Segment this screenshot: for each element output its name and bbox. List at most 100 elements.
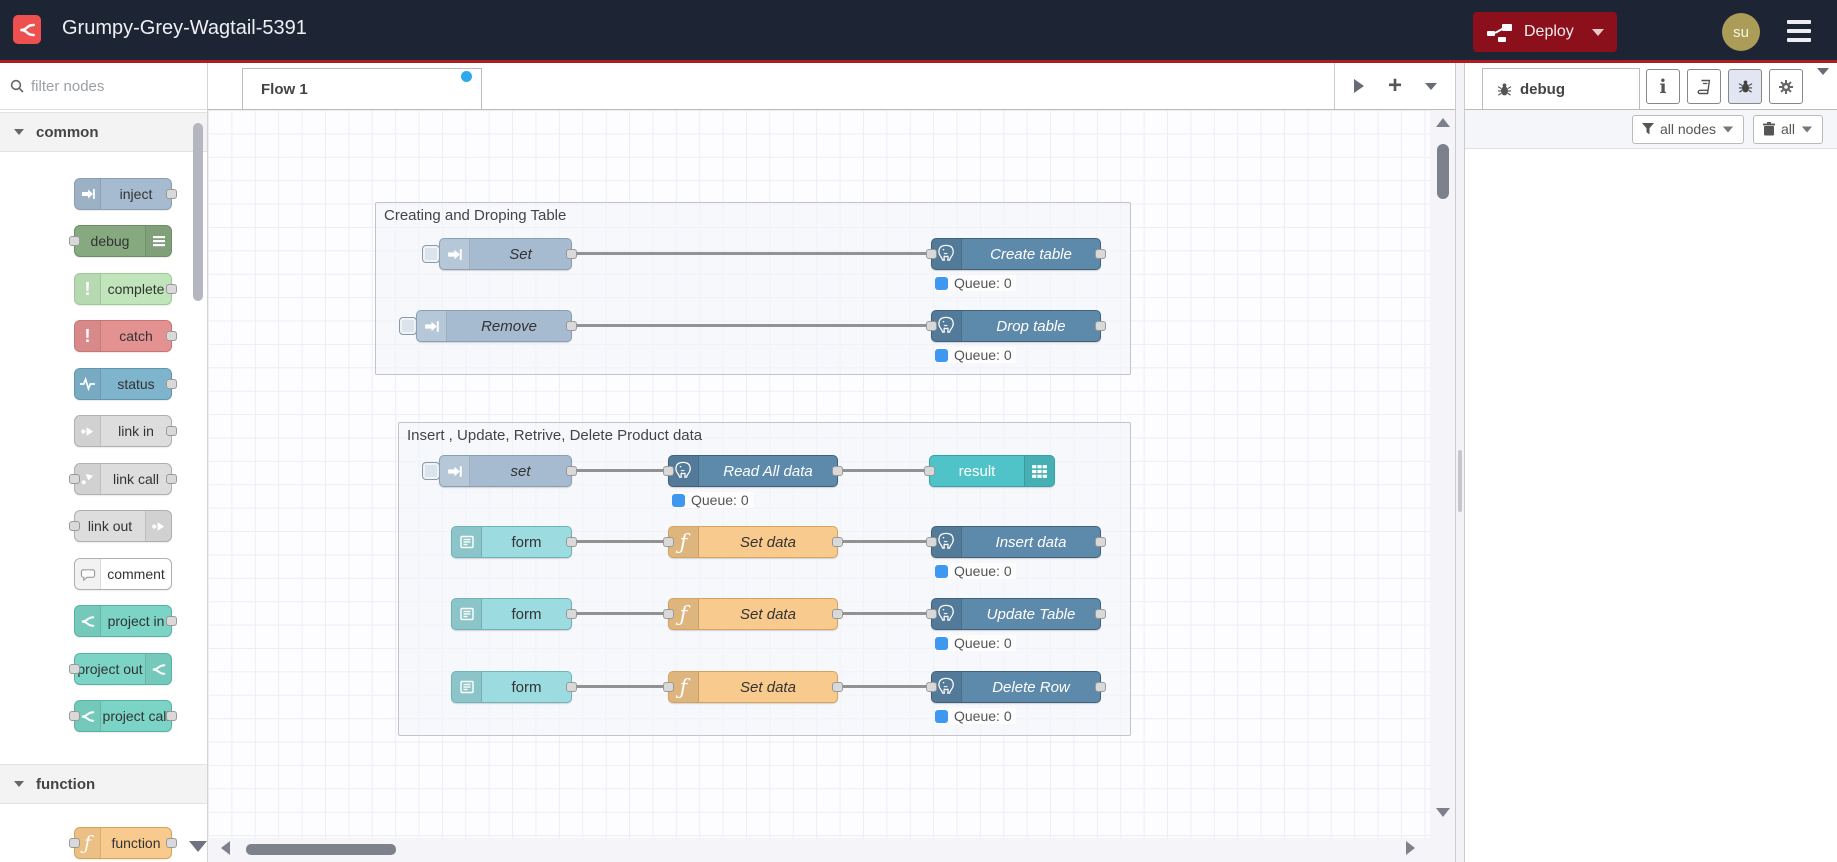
palette-node-link-in[interactable]: link in xyxy=(74,415,177,447)
inject-run-button[interactable] xyxy=(422,245,440,263)
node-set-data[interactable]: ƒ Set data xyxy=(663,526,843,558)
wire[interactable] xyxy=(572,540,668,543)
palette-node-comment[interactable]: comment xyxy=(74,558,172,590)
debug-tab-button[interactable] xyxy=(1728,69,1762,104)
palette-filter[interactable] xyxy=(0,63,207,110)
deploy-button[interactable]: Deploy xyxy=(1473,12,1617,52)
input-port[interactable] xyxy=(69,521,80,531)
node-inject-set[interactable]: Set xyxy=(439,238,577,270)
main-menu-button[interactable] xyxy=(1787,20,1811,42)
output-port[interactable] xyxy=(166,474,177,484)
wire[interactable] xyxy=(838,540,931,543)
output-port[interactable] xyxy=(1095,609,1106,619)
palette-category-common[interactable]: common xyxy=(0,112,207,152)
add-flow-button[interactable]: + xyxy=(1377,63,1413,109)
input-port[interactable] xyxy=(926,682,937,692)
hscroll-track[interactable] xyxy=(208,838,1455,862)
tab-debug[interactable]: debug xyxy=(1482,68,1640,109)
debug-clear-button[interactable]: all xyxy=(1752,114,1823,144)
output-port[interactable] xyxy=(1095,537,1106,547)
input-port[interactable] xyxy=(663,537,674,547)
scroll-left-icon[interactable] xyxy=(221,841,230,855)
palette-scrollbar-thumb[interactable] xyxy=(193,123,203,301)
help-tab-button[interactable] xyxy=(1687,69,1721,104)
output-port[interactable] xyxy=(566,249,577,259)
wire[interactable] xyxy=(572,324,931,327)
output-port[interactable] xyxy=(1095,682,1106,692)
hscroll-thumb[interactable] xyxy=(246,844,396,855)
input-port[interactable] xyxy=(69,664,80,674)
palette-node-function[interactable]: ƒ function xyxy=(69,827,177,859)
node-set-data[interactable]: ƒ Set data xyxy=(663,598,843,630)
palette-node-status[interactable]: status xyxy=(74,368,177,400)
palette-node-project-call[interactable]: project call xyxy=(69,700,177,732)
vscroll-thumb[interactable] xyxy=(1437,144,1449,199)
palette-node-debug[interactable]: debug xyxy=(69,225,172,257)
node-inject-remove[interactable]: Remove xyxy=(416,310,577,342)
palette-scroll-down-icon[interactable] xyxy=(189,841,207,852)
output-port[interactable] xyxy=(832,466,843,476)
node-delete-row[interactable]: Delete Row xyxy=(926,671,1106,703)
node-form[interactable]: form xyxy=(451,598,577,630)
output-port[interactable] xyxy=(166,616,177,626)
wire[interactable] xyxy=(572,252,931,255)
palette-node-catch[interactable]: ! catch xyxy=(74,320,177,352)
node-form[interactable]: form xyxy=(451,671,577,703)
input-port[interactable] xyxy=(926,609,937,619)
node-insert-data[interactable]: Insert data xyxy=(926,526,1106,558)
node-create-table[interactable]: Create table xyxy=(926,238,1106,270)
node-inject-set2[interactable]: set xyxy=(439,455,577,487)
output-port[interactable] xyxy=(166,189,177,199)
output-port[interactable] xyxy=(566,609,577,619)
palette-category-function[interactable]: function xyxy=(0,764,207,804)
scroll-up-icon[interactable] xyxy=(1436,118,1450,127)
inject-run-button[interactable] xyxy=(422,462,440,480)
config-tab-button[interactable] xyxy=(1769,69,1803,104)
output-port[interactable] xyxy=(166,331,177,341)
deploy-chevron-icon[interactable] xyxy=(1591,28,1604,36)
flow-group-create-drop[interactable]: Creating and Droping Table xyxy=(375,202,1131,375)
output-port[interactable] xyxy=(166,284,177,294)
wire[interactable] xyxy=(838,685,931,688)
output-port[interactable] xyxy=(1095,321,1106,331)
input-port[interactable] xyxy=(69,236,80,246)
next-tab-button[interactable] xyxy=(1341,63,1377,109)
sidebar-menu-button[interactable] xyxy=(1817,68,1829,93)
palette-node-project-in[interactable]: project in xyxy=(74,605,177,637)
input-port[interactable] xyxy=(924,466,935,476)
output-port[interactable] xyxy=(166,426,177,436)
palette-filter-input[interactable] xyxy=(31,77,181,95)
input-port[interactable] xyxy=(663,682,674,692)
output-port[interactable] xyxy=(566,682,577,692)
input-port[interactable] xyxy=(69,838,80,848)
output-port[interactable] xyxy=(566,466,577,476)
palette-node-project-out[interactable]: project out xyxy=(69,653,172,685)
input-port[interactable] xyxy=(926,321,937,331)
output-port[interactable] xyxy=(166,838,177,848)
palette-node-link-out[interactable]: link out xyxy=(69,510,172,542)
node-update-table[interactable]: Update Table xyxy=(926,598,1106,630)
wire[interactable] xyxy=(572,612,668,615)
tab-list-button[interactable] xyxy=(1413,63,1449,109)
output-port[interactable] xyxy=(832,537,843,547)
inject-run-button[interactable] xyxy=(399,317,417,335)
node-drop-table[interactable]: Drop table xyxy=(926,310,1106,342)
input-port[interactable] xyxy=(663,466,674,476)
vscroll-track[interactable] xyxy=(1430,110,1455,862)
output-port[interactable] xyxy=(166,711,177,721)
input-port[interactable] xyxy=(69,711,80,721)
tab-flow-1[interactable]: Flow 1 xyxy=(242,68,482,109)
scroll-right-icon[interactable] xyxy=(1406,841,1415,855)
output-port[interactable] xyxy=(566,537,577,547)
node-result[interactable]: result xyxy=(924,455,1055,487)
user-avatar[interactable]: su xyxy=(1722,13,1760,51)
info-tab-button[interactable]: i xyxy=(1646,69,1680,104)
output-port[interactable] xyxy=(1095,249,1106,259)
wire[interactable] xyxy=(572,469,668,472)
output-port[interactable] xyxy=(832,682,843,692)
wire[interactable] xyxy=(572,685,668,688)
node-read-all-data[interactable]: Read All data xyxy=(663,455,843,487)
input-port[interactable] xyxy=(926,249,937,259)
wire[interactable] xyxy=(838,469,929,472)
splitter-handle[interactable] xyxy=(1458,450,1462,512)
